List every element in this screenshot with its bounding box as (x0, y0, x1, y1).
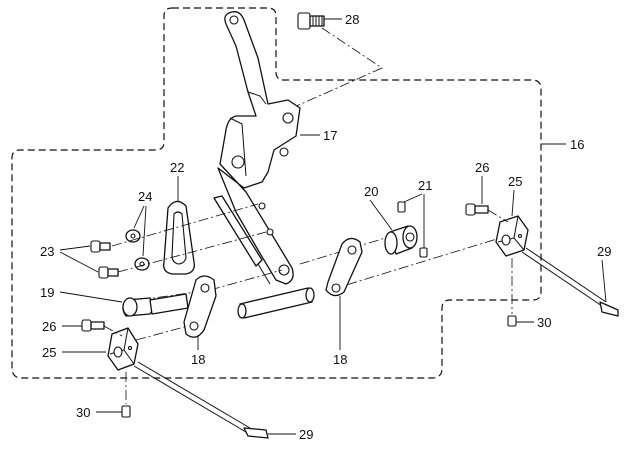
label-20: 20 (364, 184, 378, 199)
leader-29-right (601, 259, 607, 303)
label-26-left: 26 (42, 319, 56, 334)
label-24: 24 (138, 189, 152, 204)
label-18-right: 18 (333, 352, 347, 367)
leader-23a (59, 245, 91, 251)
washer-24-bottom (134, 257, 150, 271)
centerline-right (329, 237, 501, 291)
screw-26-right (465, 203, 489, 216)
screw-23-top (90, 240, 111, 253)
label-16: 16 (570, 137, 584, 152)
centerline-left-block (135, 325, 189, 341)
label-21: 21 (418, 178, 432, 193)
setscrew-21-top (397, 201, 406, 213)
link-22 (163, 200, 195, 275)
label-22: 22 (170, 160, 184, 175)
label-29-right: 29 (597, 244, 611, 259)
label-30-right: 30 (537, 315, 551, 330)
block-25-left (107, 327, 139, 371)
label-25-right: 25 (508, 174, 522, 189)
screw-23-bottom (98, 266, 119, 279)
leader-25-right (511, 189, 515, 217)
link-plate-18-right (325, 237, 363, 297)
leader-23b (59, 251, 99, 273)
leader-19 (59, 291, 123, 303)
link-plate-18-left (183, 275, 217, 338)
centerline-upper (111, 203, 259, 247)
label-26-right: 26 (475, 160, 489, 175)
assembly-boundary-16 (11, 7, 542, 379)
rod-29-right (521, 247, 619, 317)
label-18-left: 18 (191, 352, 205, 367)
block-25-right (495, 215, 529, 257)
centerline-26-right (487, 209, 509, 223)
leader-24a (133, 205, 145, 229)
pin-19 (122, 293, 189, 317)
centerline-26-left (103, 325, 123, 337)
setscrew-30-right (507, 315, 517, 327)
screw-26-left (81, 319, 105, 332)
label-17: 17 (323, 128, 337, 143)
leader-21a (403, 193, 423, 203)
shaft (237, 287, 315, 319)
label-30-left: 30 (76, 405, 90, 420)
label-29-left: 29 (299, 427, 313, 442)
screw-28 (297, 12, 325, 30)
label-19: 19 (40, 285, 54, 300)
label-28: 28 (345, 12, 359, 27)
lever-plate-17 (213, 11, 301, 285)
centerline-28 (291, 27, 383, 109)
setscrew-30-left (121, 405, 131, 418)
setscrew-21-bottom (419, 247, 428, 258)
label-25-left: 25 (42, 345, 56, 360)
centerline-middle (117, 231, 267, 273)
label-23: 23 (40, 244, 54, 259)
leader-20 (369, 199, 393, 231)
rod-29-left (133, 361, 269, 439)
leader-24b (142, 205, 147, 257)
collar-20 (384, 225, 418, 255)
